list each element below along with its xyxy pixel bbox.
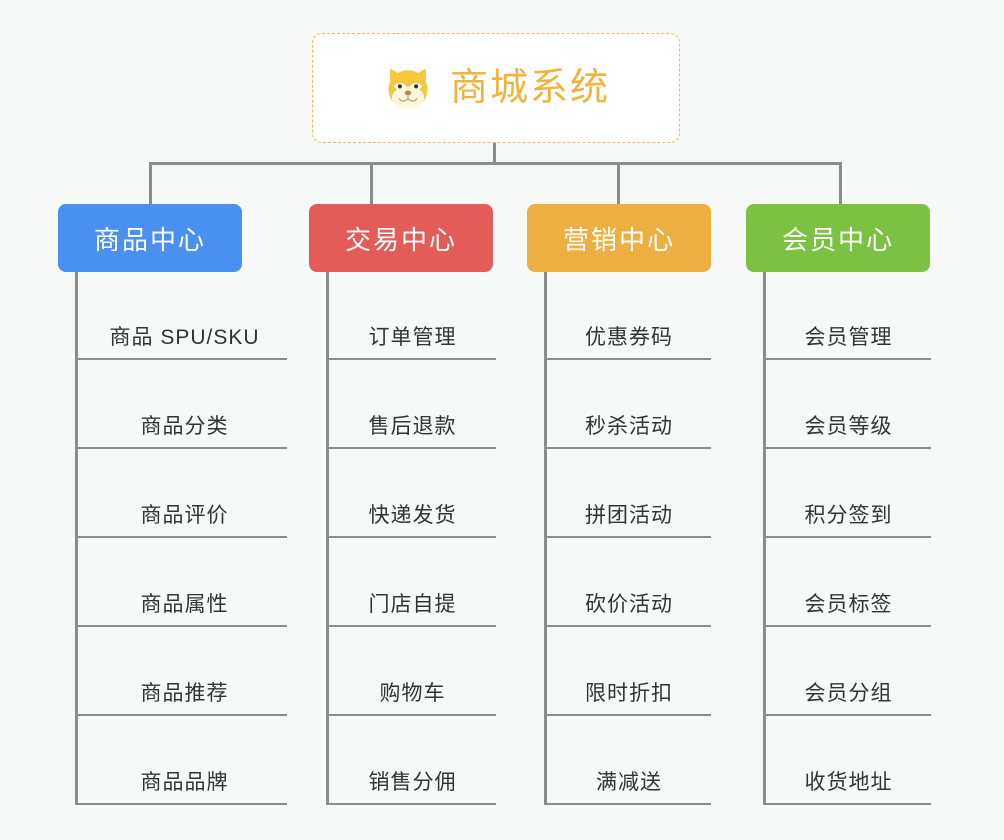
leaf-item[interactable]: 商品品牌 bbox=[78, 716, 287, 805]
leaf-item-label: 限时折扣 bbox=[585, 682, 673, 705]
connector-horizontal-bar bbox=[149, 162, 842, 165]
category-box-2[interactable]: 营销中心 bbox=[527, 204, 711, 272]
leaf-item-label: 商品属性 bbox=[140, 593, 229, 616]
leaf-item-label: 会员等级 bbox=[804, 415, 893, 438]
branch-column-3: 会员中心会员管理会员等级积分签到会员标签会员分组收货地址 bbox=[746, 204, 931, 805]
leaf-item-label: 商品 SPU/SKU bbox=[109, 326, 260, 349]
branch-column-2: 营销中心优惠券码秒杀活动拼团活动砍价活动限时折扣满减送 bbox=[527, 204, 711, 805]
leaf-item[interactable]: 商品属性 bbox=[78, 538, 287, 627]
leaf-item[interactable]: 积分签到 bbox=[766, 449, 931, 538]
leaf-item-label: 商品推荐 bbox=[140, 682, 229, 705]
leaf-item-label: 会员分组 bbox=[804, 682, 893, 705]
branch-column-1: 交易中心订单管理售后退款快递发货门店自提购物车销售分佣 bbox=[309, 204, 496, 805]
branch-column-0: 商品中心商品 SPU/SKU 商品分类商品评价商品属性商品推荐商品品牌 bbox=[58, 204, 287, 805]
root-node[interactable]: 商城系统 bbox=[312, 33, 680, 143]
category-label: 交易中心 bbox=[344, 224, 457, 255]
leaf-item[interactable]: 砍价活动 bbox=[547, 538, 711, 627]
leaf-list-3: 会员管理会员等级积分签到会员标签会员分组收货地址 bbox=[763, 272, 931, 805]
leaf-item[interactable]: 收货地址 bbox=[766, 716, 931, 805]
leaf-item-label: 拼团活动 bbox=[585, 504, 673, 527]
leaf-item-label: 积分签到 bbox=[804, 504, 893, 527]
leaf-item-label: 门店自提 bbox=[368, 593, 457, 616]
leaf-item-label: 满减送 bbox=[596, 771, 662, 794]
leaf-item-label: 购物车 bbox=[379, 682, 446, 705]
leaf-item[interactable]: 购物车 bbox=[329, 627, 496, 716]
leaf-item-label: 快递发货 bbox=[368, 504, 457, 527]
leaf-item[interactable]: 秒杀活动 bbox=[547, 360, 711, 449]
leaf-item-label: 销售分佣 bbox=[368, 771, 457, 794]
connector-drop-2 bbox=[617, 162, 620, 204]
leaf-item[interactable]: 会员管理 bbox=[766, 272, 931, 360]
category-label: 商品中心 bbox=[93, 224, 206, 255]
root-title: 商城系统 bbox=[449, 67, 610, 109]
shiba-dog-face-icon bbox=[382, 62, 434, 114]
leaf-item-label: 会员管理 bbox=[804, 326, 893, 349]
leaf-item[interactable]: 会员标签 bbox=[766, 538, 931, 627]
leaf-item[interactable]: 订单管理 bbox=[329, 272, 496, 360]
leaf-item-label: 售后退款 bbox=[368, 415, 457, 438]
leaf-item-label: 砍价活动 bbox=[585, 593, 673, 616]
leaf-item-label: 优惠券码 bbox=[585, 326, 673, 349]
leaf-list-2: 优惠券码秒杀活动拼团活动砍价活动限时折扣满减送 bbox=[544, 272, 711, 805]
leaf-item-label: 商品评价 bbox=[140, 504, 229, 527]
leaf-item-label: 商品品牌 bbox=[140, 771, 229, 794]
category-box-3[interactable]: 会员中心 bbox=[746, 204, 930, 272]
leaf-item[interactable]: 会员等级 bbox=[766, 360, 931, 449]
category-box-1[interactable]: 交易中心 bbox=[309, 204, 493, 272]
leaf-item[interactable]: 门店自提 bbox=[329, 538, 496, 627]
leaf-item-label: 商品分类 bbox=[140, 415, 229, 438]
leaf-item[interactable]: 会员分组 bbox=[766, 627, 931, 716]
leaf-item[interactable]: 快递发货 bbox=[329, 449, 496, 538]
leaf-list-0: 商品 SPU/SKU 商品分类商品评价商品属性商品推荐商品品牌 bbox=[75, 272, 287, 805]
connector-drop-3 bbox=[839, 162, 842, 204]
leaf-item[interactable]: 优惠券码 bbox=[547, 272, 711, 360]
connector-root-stem bbox=[493, 143, 496, 164]
leaf-item[interactable]: 商品 SPU/SKU bbox=[78, 272, 287, 360]
connector-drop-0 bbox=[149, 162, 152, 204]
leaf-item-label: 订单管理 bbox=[368, 326, 457, 349]
leaf-item[interactable]: 限时折扣 bbox=[547, 627, 711, 716]
leaf-item[interactable]: 商品评价 bbox=[78, 449, 287, 538]
leaf-item-label: 收货地址 bbox=[804, 771, 893, 794]
leaf-item[interactable]: 销售分佣 bbox=[329, 716, 496, 805]
leaf-item[interactable]: 满减送 bbox=[547, 716, 711, 805]
leaf-item[interactable]: 商品分类 bbox=[78, 360, 287, 449]
leaf-item-label: 会员标签 bbox=[804, 593, 893, 616]
leaf-item-label: 秒杀活动 bbox=[585, 415, 673, 438]
leaf-item[interactable]: 售后退款 bbox=[329, 360, 496, 449]
category-label: 营销中心 bbox=[562, 224, 675, 255]
leaf-list-1: 订单管理售后退款快递发货门店自提购物车销售分佣 bbox=[326, 272, 496, 805]
leaf-item[interactable]: 商品推荐 bbox=[78, 627, 287, 716]
category-box-0[interactable]: 商品中心 bbox=[58, 204, 242, 272]
leaf-item[interactable]: 拼团活动 bbox=[547, 449, 711, 538]
connector-drop-1 bbox=[370, 162, 373, 204]
category-label: 会员中心 bbox=[781, 224, 894, 255]
